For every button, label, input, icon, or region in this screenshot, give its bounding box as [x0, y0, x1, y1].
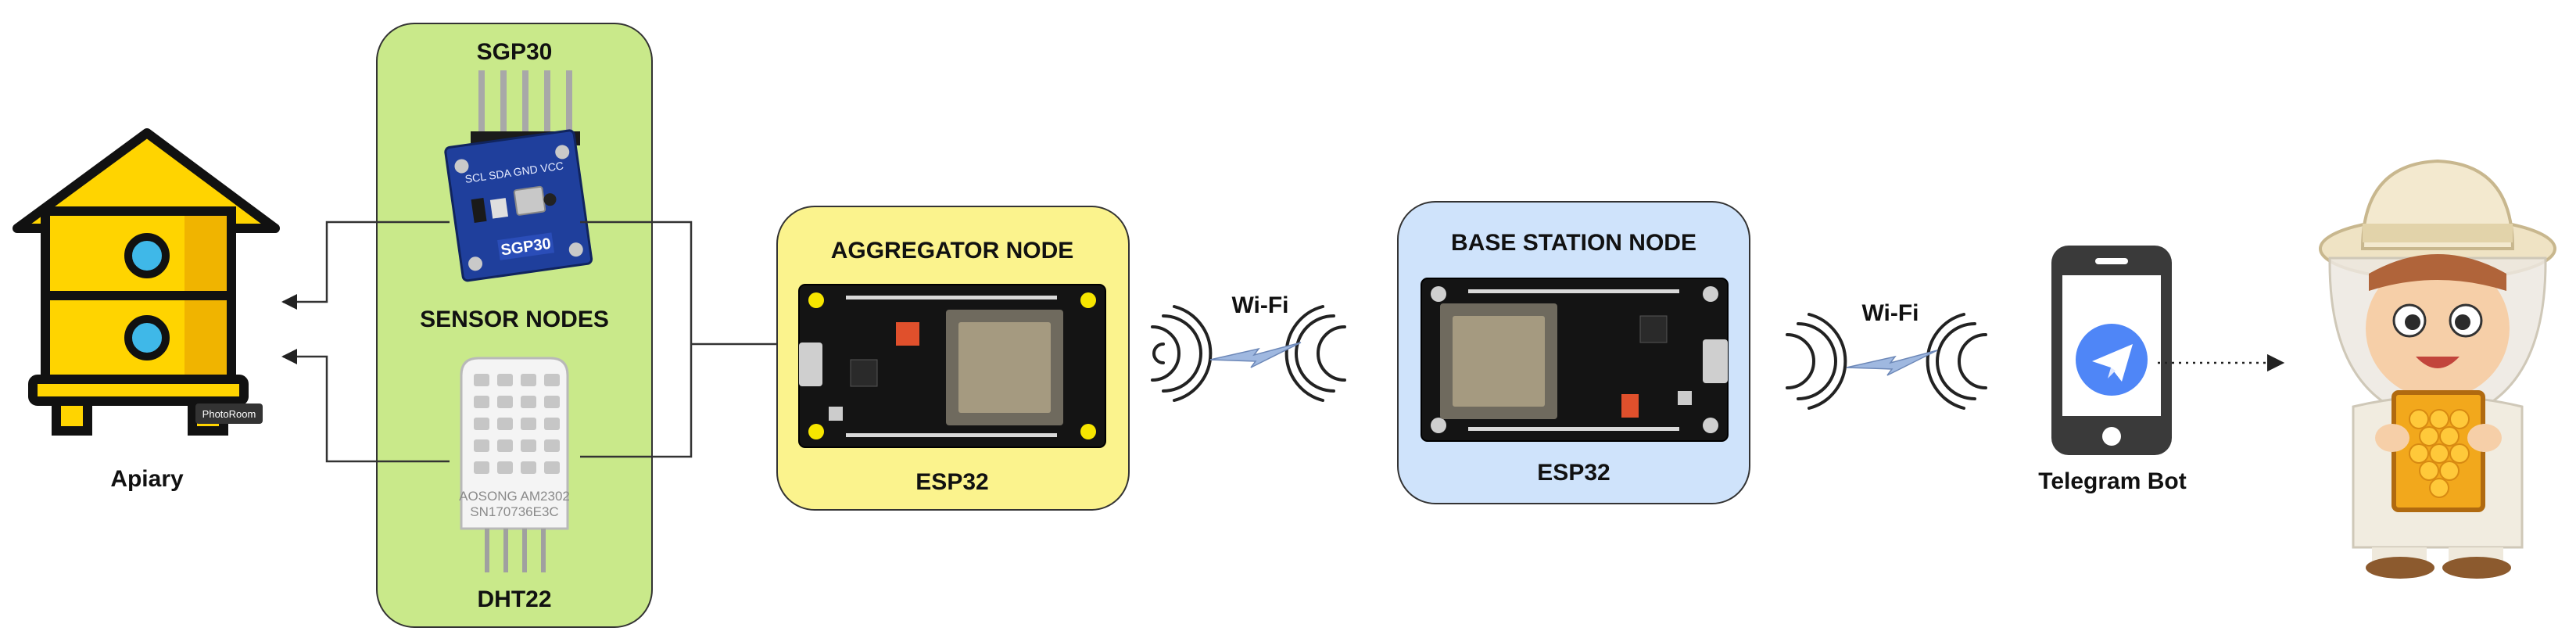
smartphone-icon: [2051, 246, 2172, 455]
sgp30-label: SGP30: [477, 39, 553, 65]
apiary-label: Apiary: [110, 466, 184, 492]
beekeeper-icon: [2319, 159, 2556, 579]
wifi-signal-right-icon-2: [1926, 313, 1987, 410]
base-station-node-label: BASE STATION NODE: [1451, 230, 1696, 256]
watermark-text: PhotoRoom: [202, 408, 256, 420]
dht22-chip-line1: AOSONG AM2302: [459, 489, 570, 504]
sensor-nodes-label: SENSOR NODES: [420, 307, 609, 332]
dht22-label: DHT22: [477, 586, 551, 612]
watermark-badge: [195, 403, 263, 424]
aggregator-esp32-board: [798, 284, 1106, 448]
sensor-group-box: [376, 23, 653, 628]
beehive-icon: PhotoRoom: [13, 128, 280, 436]
telegram-bot-label: Telegram Bot: [2038, 468, 2186, 494]
sgp30-sensor-module: SCL SDA GND VCC SGP30: [444, 70, 593, 282]
wifi-signal-right-icon-1: [1284, 305, 1346, 402]
dht22-sensor-module: AOSONG AM2302 SN170736E3C: [459, 357, 570, 572]
wifi-signal-left-icon-1: [1151, 305, 1213, 402]
wifi-label-1: Wi-Fi: [1231, 292, 1288, 318]
aggregator-esp32-label: ESP32: [915, 469, 988, 495]
lightning-icon-1: [1209, 342, 1302, 368]
base-station-esp32-label: ESP32: [1537, 460, 1610, 486]
aggregator-node-label: AGGREGATOR NODE: [831, 238, 1074, 264]
wifi-label-2: Wi-Fi: [1861, 300, 1919, 326]
dht22-chip-line2: SN170736E3C: [470, 504, 558, 519]
lightning-icon-2: [1846, 350, 1938, 376]
base-station-esp32-board: [1421, 278, 1729, 442]
wifi-signal-left-icon-2: [1786, 313, 1847, 410]
